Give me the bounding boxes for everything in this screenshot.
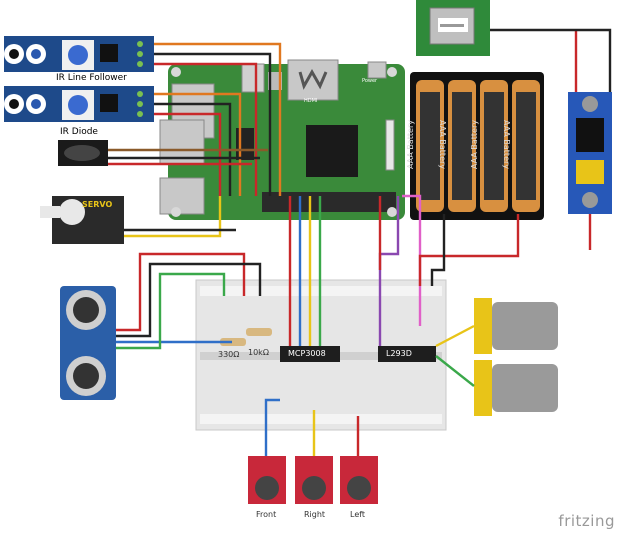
label-battery-1: AAA Battery <box>406 119 416 170</box>
label-mic-front: Front <box>256 510 277 519</box>
label-ir-diode: IR Diode <box>60 127 98 137</box>
ir-diode <box>58 140 108 166</box>
label-battery-3: AAA Battery <box>470 119 480 170</box>
battery-cell-2 <box>448 80 476 212</box>
label-mic-right: Right <box>304 510 326 519</box>
ir-line-follower-sensor-1 <box>4 36 154 72</box>
dc-motor-1 <box>474 298 558 354</box>
fritzing-logo: fritzing <box>558 512 615 530</box>
label-battery-2: AAA Battery <box>438 119 448 170</box>
voltage-regulator <box>568 92 612 214</box>
battery-cell-3 <box>480 80 508 212</box>
label-ir-line-follower: IR Line Follower <box>56 73 127 83</box>
label-servo: SERVO <box>82 200 113 209</box>
label-l293d: L293D <box>386 349 412 358</box>
wires <box>108 28 612 456</box>
label-mic-left: Left <box>350 510 366 519</box>
resistor-330 <box>220 338 246 346</box>
microphone-left <box>340 456 378 504</box>
battery-cell-4 <box>512 80 540 212</box>
label-mcp3008: MCP3008 <box>288 349 326 358</box>
ultrasonic-sensor <box>60 286 116 400</box>
usb-power-board <box>416 0 490 56</box>
l293d-chip <box>378 346 436 362</box>
label-battery-4: AAA Battery <box>502 119 512 170</box>
microphone-front <box>248 456 286 504</box>
raspberry-pi-board <box>159 59 405 220</box>
ir-line-follower-sensor-2 <box>4 86 154 122</box>
label-pi-power: Power <box>362 78 378 84</box>
resistor-10k <box>246 328 272 336</box>
microphone-right <box>295 456 333 504</box>
label-resistor-10k: 10kΩ <box>248 348 269 357</box>
label-pi-hdmi: HDMI <box>304 98 318 104</box>
mcp3008-chip <box>280 346 340 362</box>
battery-pack <box>410 72 544 220</box>
servo-motor <box>40 196 124 244</box>
label-resistor-330: 330Ω <box>218 350 240 359</box>
dc-motor-2 <box>474 360 558 416</box>
battery-cell-1 <box>416 80 444 212</box>
